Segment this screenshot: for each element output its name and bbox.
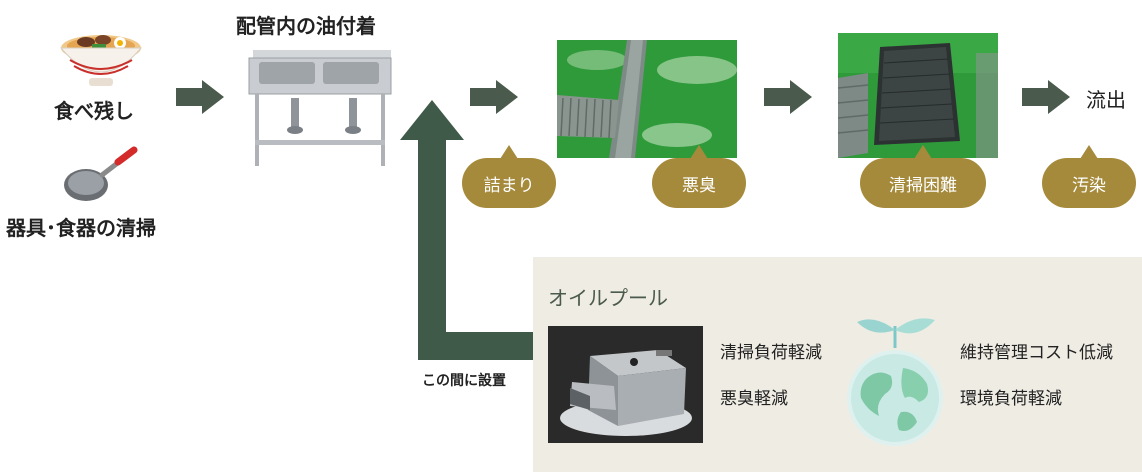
sink-illustration — [245, 44, 395, 170]
sink-label: 配管内の油付着 — [236, 14, 376, 38]
install-label: この間に設置 — [422, 373, 506, 389]
leftovers-label: 食べ残し — [54, 99, 134, 123]
issue-badge-clogging: 詰まり — [462, 145, 556, 208]
issue-badge-hard-cleaning: 清掃困難 — [860, 145, 986, 208]
drain-photo — [557, 40, 737, 158]
flow-arrow-4 — [1022, 80, 1070, 114]
issue-badge-pollution: 汚染 — [1042, 145, 1136, 208]
flow-arrow-2 — [470, 80, 518, 114]
benefit-environment: 環境負荷軽減 — [960, 389, 1062, 409]
ramen-bowl-icon — [56, 26, 146, 92]
install-return-arrow — [400, 100, 545, 360]
outflow-label: 流出 — [1086, 88, 1126, 112]
benefit-maintenance-cost: 維持管理コスト低減 — [960, 343, 1113, 363]
issue-badge-odor: 悪臭 — [652, 145, 746, 208]
oil-pool-product-photo — [548, 326, 703, 443]
oil-pool-title: オイルプール — [548, 286, 668, 310]
grating-photo — [838, 33, 998, 158]
flow-arrow-3 — [764, 80, 812, 114]
frying-pan-icon — [62, 145, 142, 205]
cleaning-label: 器具･食器の清掃 — [6, 216, 156, 240]
benefit-odor: 悪臭軽減 — [720, 389, 788, 409]
flow-arrow-1 — [176, 80, 224, 114]
benefit-cleaning-load: 清掃負荷軽減 — [720, 343, 822, 363]
eco-globe-icon — [845, 312, 945, 458]
